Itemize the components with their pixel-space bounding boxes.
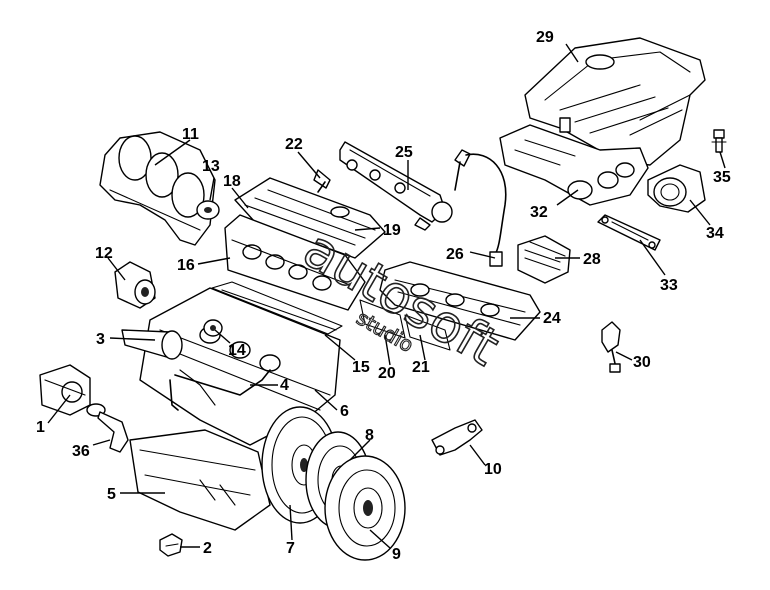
callout-1: 1 [36,419,45,436]
callout-11: 11 [182,126,199,143]
callout-32: 32 [530,204,548,221]
callout-4: 4 [280,377,289,394]
pipe-3-part [121,329,183,360]
callout-24: 24 [543,310,561,327]
callout-26: 26 [446,246,464,263]
oil-pan-part [129,429,271,531]
callout-35: 35 [713,169,731,186]
callout-6: 6 [340,403,349,420]
pickup-tube-part [86,403,129,453]
callout-7: 7 [286,540,295,557]
callout-20: 20 [378,365,396,382]
callout-10: 10 [484,461,502,478]
callout-12: 12 [95,245,113,262]
callout-13: 13 [202,158,220,175]
mount-10-part [431,419,483,456]
sensor-30-part [601,321,621,373]
callout-36: 36 [72,443,90,460]
callout-9: 9 [392,546,401,563]
part-2 [159,533,183,557]
callout-28: 28 [583,251,601,268]
pressure-plate-part [324,455,406,561]
callout-30: 30 [633,354,651,371]
gasket-part [211,281,451,351]
callout-16: 16 [177,257,195,274]
callout-29: 29 [536,29,554,46]
callout-18: 18 [223,173,241,190]
callout-34: 34 [706,225,724,242]
callout-25: 25 [395,144,413,161]
exhaust-manifold-part [379,261,541,341]
callout-8: 8 [365,427,374,444]
fuel-rail-part [339,141,453,231]
callout-19: 19 [383,222,401,239]
sensor-35-part [711,129,727,153]
throttle-body-part [647,164,706,213]
upper-manifold-part [99,131,216,246]
callout-15: 15 [352,359,370,376]
dipstick-tube-part [169,369,271,411]
intake-manifold-part [499,117,649,206]
cylinder-head-part [224,214,366,311]
callout-22: 22 [285,136,303,153]
callout-5: 5 [107,486,116,503]
callout-21: 21 [412,359,430,376]
cap-13-part [196,200,220,220]
control-module-part [517,235,571,284]
callout-2: 2 [203,540,212,557]
leader-lines [47,43,726,549]
callout-14: 14 [228,342,246,359]
injector-part [313,169,331,193]
oil-filter-housing-part [39,364,91,416]
callout-labels: 1 2 3 4 5 6 7 8 9 10 11 12 13 14 15 16 1… [36,29,731,563]
callout-3: 3 [96,331,105,348]
sensor-lead-part [454,149,507,267]
engine-cover-part [524,37,706,166]
callout-33: 33 [660,277,678,294]
pump-12-part [114,261,156,309]
bracket-33-part [597,214,661,251]
